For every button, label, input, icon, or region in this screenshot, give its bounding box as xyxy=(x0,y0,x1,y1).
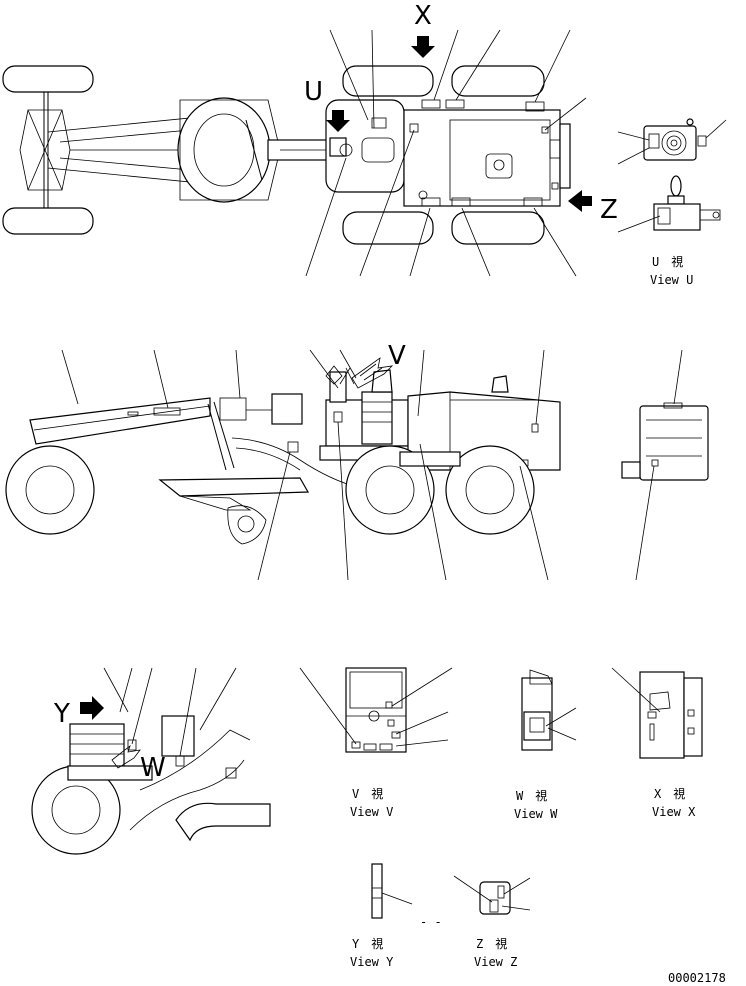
letter-x: X xyxy=(414,1,432,31)
side-panel-inset xyxy=(621,349,709,581)
arrow-z-icon xyxy=(568,190,592,212)
view-v-title-jp: V 視 xyxy=(352,786,383,801)
hatched-arrow-v-icon xyxy=(351,357,394,389)
letter-u: U xyxy=(304,77,323,107)
view-u-inset: U 視 View U xyxy=(617,118,727,287)
letter-z: Z xyxy=(600,195,618,225)
letter-w: W xyxy=(140,753,166,783)
view-z-inset: Z 視 View Z xyxy=(453,875,531,969)
view-x-inset: X 視 View X xyxy=(611,667,703,819)
view-v-title-en: View V xyxy=(350,805,393,819)
top-plan-view: X U Z xyxy=(2,1,618,277)
arrow-x-icon xyxy=(411,36,435,58)
view-y-inset: - - Y 視 View Y xyxy=(350,863,442,969)
view-w-title-jp: W 視 xyxy=(516,788,547,803)
hatched-arrow-w-icon xyxy=(111,744,141,769)
view-x-title-en: View X xyxy=(652,805,696,819)
view-z-title-en: View Z xyxy=(474,955,517,969)
view-w-title-en: View W xyxy=(514,807,558,821)
view-x-title-jp: X 視 xyxy=(654,786,685,801)
arrow-u-icon xyxy=(326,110,350,132)
view-v-inset: V 視 View V xyxy=(299,667,453,819)
view-y-title-en: View Y xyxy=(350,955,394,969)
side-elevation-view: V xyxy=(5,341,561,581)
letter-v: V xyxy=(388,341,406,371)
view-y-title-jp: Y 視 xyxy=(352,936,383,951)
view-w-inset: W 視 View W xyxy=(514,669,577,821)
letter-y: Y xyxy=(53,699,70,729)
drawing-number: 00002178 xyxy=(668,971,726,985)
arrow-y-icon xyxy=(80,696,104,720)
view-u-title-en: View U xyxy=(650,273,693,287)
view-u-title-jp: U 視 xyxy=(652,254,683,269)
dash-mark: - - xyxy=(420,915,442,929)
view-z-title-jp: Z 視 xyxy=(476,936,507,951)
detail-yw-view: Y W xyxy=(31,667,271,855)
